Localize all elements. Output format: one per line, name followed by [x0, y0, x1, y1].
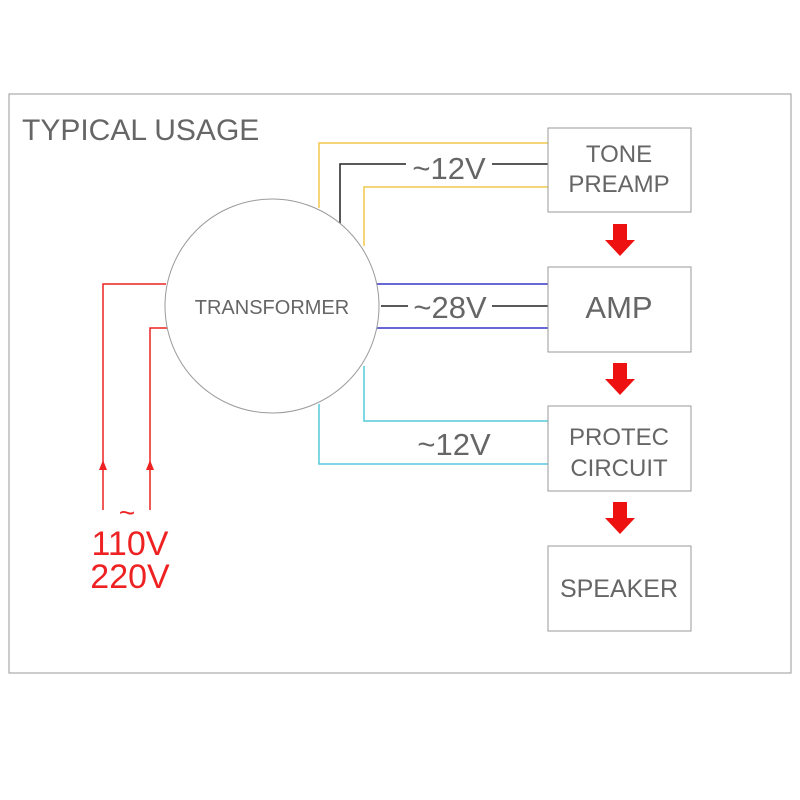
yellow-wire-bottom: [363, 186, 548, 246]
voltage-label-amp: ~28V: [413, 290, 487, 325]
flow-arrow-down-icon-3: [605, 502, 635, 534]
flow-arrow-down-icon-1: [605, 224, 635, 256]
voltage-label-preamp: ~12V: [412, 151, 486, 186]
cyan-wire-top: [363, 366, 548, 422]
yellow-wire-top: [318, 142, 548, 208]
speaker-box: [547, 545, 692, 632]
amp-label: AMP: [585, 290, 652, 325]
cyan-wire-bottom: [318, 404, 548, 465]
mains-voltage-2: 220V: [90, 558, 170, 596]
protect-label-1: PROTEC: [569, 424, 669, 451]
red-arrow-up-right-icon: [146, 460, 154, 470]
red-arrow-up-left-icon: [99, 460, 107, 470]
voltage-label-protect: ~12V: [417, 427, 491, 462]
transformer-label: TRANSFORMER: [195, 297, 349, 319]
amp-box: [547, 266, 692, 353]
diagram-frame: [8, 93, 792, 674]
red-wire-left: [102, 283, 166, 510]
transformer-circle: [164, 198, 380, 414]
flow-arrow-down-icon-2: [605, 363, 635, 395]
mains-voltage-1: 110V: [92, 525, 169, 563]
mains-ac-symbol: ~: [119, 497, 135, 528]
tone-preamp-label-1: TONE: [586, 141, 652, 168]
diagram-title: TYPICAL USAGE: [22, 114, 259, 147]
protect-label-2: CIRCUIT: [570, 455, 668, 482]
red-wire-right: [149, 327, 168, 510]
speaker-label: SPEAKER: [560, 575, 678, 603]
black-wire-center: [339, 163, 406, 226]
tone-preamp-box: [547, 127, 692, 213]
tone-preamp-label-2: PREAMP: [568, 171, 669, 198]
protect-circuit-box: [547, 405, 692, 492]
